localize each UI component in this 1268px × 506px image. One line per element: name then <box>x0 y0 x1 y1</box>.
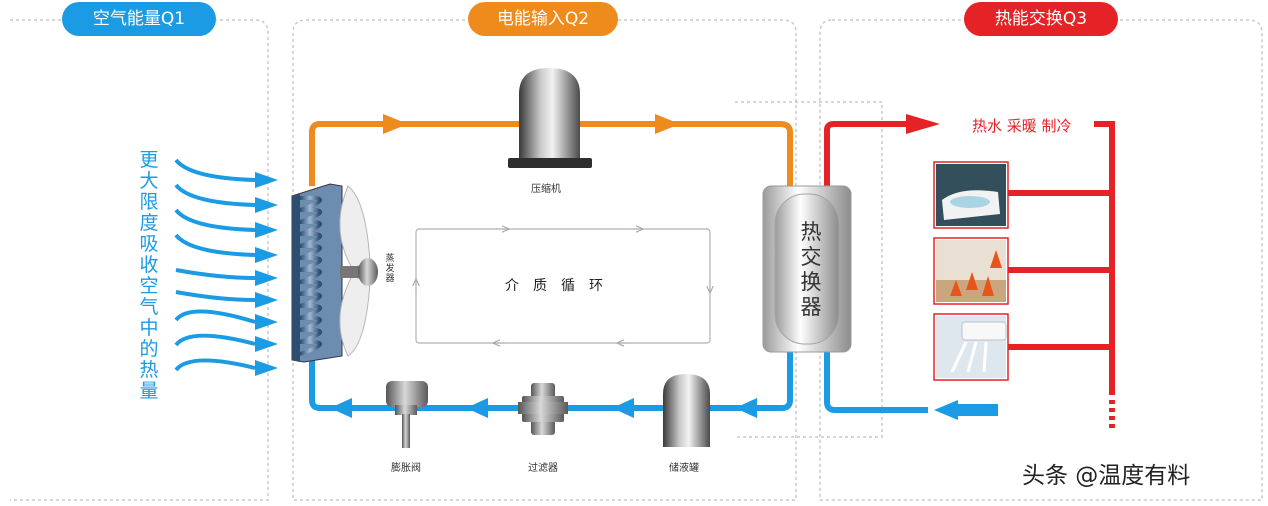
expansion-valve-label: 膨胀阀 <box>391 463 421 474</box>
heat-exchanger-char: 换 <box>800 270 822 294</box>
side-char: 空 <box>139 275 159 297</box>
floor-heating-icon <box>933 237 1009 305</box>
side-char: 吸 <box>139 233 159 255</box>
fan-icon <box>339 185 378 357</box>
section-title-heat-exchange: 热能交换Q3 <box>964 2 1118 36</box>
side-char: 限 <box>139 191 159 213</box>
side-char: 量 <box>139 380 159 402</box>
air-flow-arrowheads <box>255 172 278 376</box>
side-char: 更 <box>139 149 159 171</box>
compressor-icon <box>508 68 592 168</box>
filter-label: 过滤器 <box>528 463 558 474</box>
compressor-label: 压缩机 <box>531 184 561 195</box>
side-char: 收 <box>139 254 159 276</box>
heat-exchanger-char: 热 <box>800 220 822 244</box>
watermark: 头条 @温度有料 <box>1022 463 1191 489</box>
side-caption: 更 大 限 度 吸 收 空 气 中 的 热 量 <box>137 150 161 402</box>
outputs-label: 热水 采暖 制冷 <box>972 117 1072 135</box>
heat-exchanger-char: 交 <box>800 245 822 269</box>
reservoir-icon <box>663 374 710 447</box>
expansion-valve-icon <box>386 381 428 448</box>
evaporator-char: 器 <box>385 274 395 284</box>
heating-loop <box>824 114 1115 432</box>
return-pipe <box>824 352 998 420</box>
air-conditioner-icon <box>933 313 1009 381</box>
side-char: 热 <box>139 359 159 381</box>
side-char: 大 <box>139 170 159 192</box>
side-char: 的 <box>139 338 159 360</box>
section-frames <box>10 19 1263 501</box>
side-char: 度 <box>139 212 159 234</box>
medium-cycle-loop <box>416 229 710 343</box>
heat-exchanger-char: 器 <box>800 295 822 319</box>
evaporator-char: 蒸 <box>385 254 395 264</box>
section-title-electric-input: 电能输入Q2 <box>468 2 618 36</box>
section-title-air-energy: 空气能量Q1 <box>62 2 216 36</box>
evaporator-coil-icon <box>291 183 343 363</box>
reservoir-label: 储液罐 <box>669 463 699 474</box>
side-char: 气 <box>139 296 159 318</box>
heat-exchanger-label: 热 交 换 器 <box>795 220 827 320</box>
evaporator-char: 发 <box>385 264 395 274</box>
evaporator-label: 蒸 发 器 <box>384 254 396 284</box>
air-flow-arrows <box>174 158 256 372</box>
side-char: 中 <box>139 317 159 339</box>
bathtub-icon <box>933 161 1009 229</box>
medium-cycle-label: 介质循环 <box>505 278 617 294</box>
heat-exchanger-icon <box>762 185 852 353</box>
filter-icon <box>518 383 568 435</box>
